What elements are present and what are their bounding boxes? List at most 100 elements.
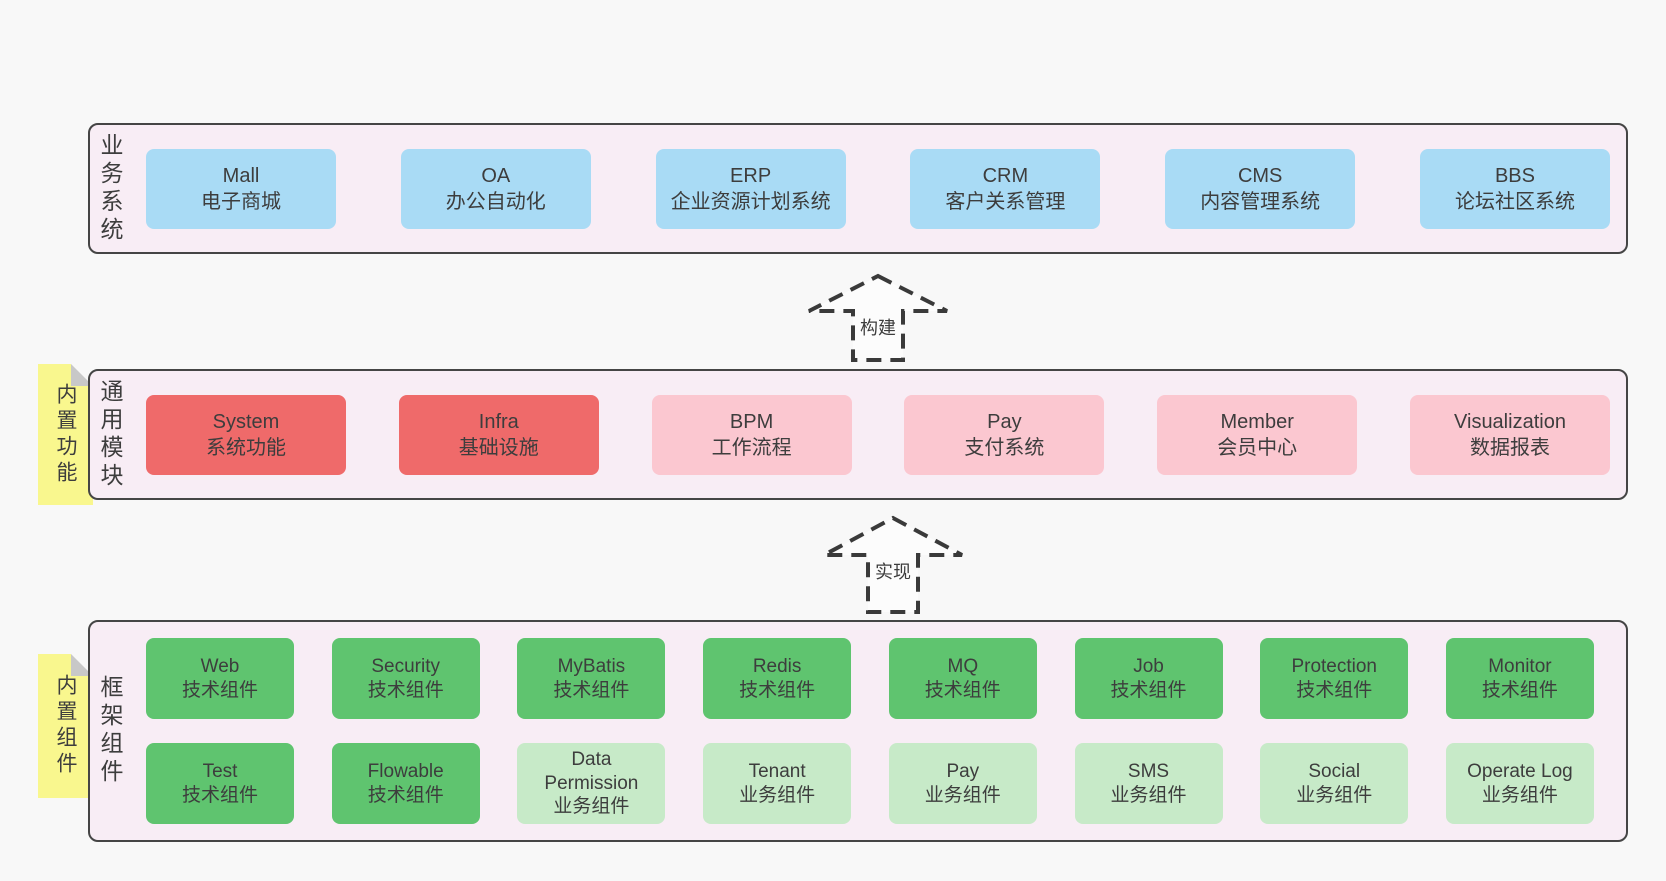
box-mall: Mall 电子商城: [146, 148, 336, 229]
box-desc: 业务组件: [739, 784, 816, 806]
box-redis: Redis 技术组件: [703, 638, 852, 719]
box-desc: 业务组件: [553, 796, 630, 818]
box-protection: Protection 技术组件: [1260, 638, 1409, 719]
box-desc: 业务组件: [1481, 784, 1558, 806]
box-desc: 技术组件: [1481, 679, 1558, 701]
box-oa: OA 办公自动化: [400, 148, 591, 229]
box-infra: Infra 基础设施: [398, 394, 599, 475]
box-desc: 技术组件: [367, 679, 444, 701]
band-label-common-modules: 通用模块: [97, 378, 123, 491]
box-operate-log: Operate Log 业务组件: [1445, 743, 1594, 824]
box-desc: 电子商城: [201, 190, 281, 213]
band-framework-components-rows: Web 技术组件 Security 技术组件 MyBatis 技术组件 Redi…: [146, 622, 1594, 840]
box-name: Test: [202, 760, 238, 782]
box-desc: 业务组件: [1110, 784, 1187, 806]
box-desc: 客户关系管理: [945, 190, 1066, 213]
box-desc: 技术组件: [1296, 679, 1373, 701]
box-desc: 数据报表: [1469, 436, 1550, 459]
box-mq: MQ 技术组件: [888, 638, 1037, 719]
box-name: BBS: [1494, 164, 1535, 187]
folded-corner-icon: [71, 364, 93, 386]
box-member: Member 会员中心: [1157, 394, 1358, 475]
box-name: BPM: [729, 410, 774, 433]
box-name: System: [212, 410, 280, 433]
box-desc: 技术组件: [181, 784, 258, 806]
box-name: Data Permission: [544, 748, 639, 794]
box-name: Operate Log: [1467, 760, 1573, 782]
box-name: Member: [1220, 410, 1294, 433]
band-label-framework-components: 框架组件: [97, 675, 123, 787]
band-business-systems-boxes: Mall 电子商城 OA 办公自动化 ERP 企业资源计划系统 CRM 客户关系…: [146, 125, 1610, 252]
box-system: System 系统功能: [146, 394, 346, 475]
box-name: SMS: [1127, 760, 1170, 782]
box-crm: CRM 客户关系管理: [910, 148, 1101, 229]
build-arrow-label: 构建: [860, 318, 896, 338]
band-label-business-systems: 业务系统: [97, 132, 123, 245]
box-name: Social: [1308, 760, 1361, 782]
folded-corner-icon: [71, 654, 93, 676]
implement-arrow: 实现: [823, 515, 963, 614]
build-arrow: 构建: [808, 273, 948, 362]
box-name: CRM: [982, 164, 1029, 187]
box-name: Flowable: [367, 760, 444, 782]
box-desc: 系统功能: [206, 436, 286, 459]
box-name: Visualization: [1454, 410, 1566, 433]
box-name: MQ: [947, 655, 979, 677]
box-name: Monitor: [1488, 655, 1552, 677]
box-bbs: BBS 论坛社区系统: [1419, 148, 1610, 229]
box-pay: Pay 支付系统: [904, 394, 1105, 475]
box-desc: 技术组件: [181, 679, 258, 701]
box-data-permission: Data Permission 业务组件: [517, 743, 666, 824]
box-desc: 业务组件: [924, 784, 1001, 806]
framework-row-1: Web 技术组件 Security 技术组件 MyBatis 技术组件 Redi…: [146, 638, 1594, 719]
box-name: Pay: [946, 760, 980, 782]
box-visualization: Visualization 数据报表: [1409, 394, 1610, 475]
sticky-label-builtin-components: 内置组件: [54, 674, 77, 778]
sticky-label-builtin-features: 内置功能: [54, 382, 77, 487]
implement-arrow-label: 实现: [875, 562, 911, 582]
sticky-note-builtin-features: 内置功能: [38, 364, 93, 505]
band-common-modules: 通用模块 System 系统功能 Infra 基础设施 BPM 工作流程 Pay…: [88, 369, 1628, 500]
box-name: OA: [481, 164, 511, 187]
box-web: Web 技术组件: [146, 638, 294, 719]
sticky-note-builtin-components: 内置组件: [38, 654, 93, 798]
band-business-systems: 业务系统 Mall 电子商城 OA 办公自动化 ERP 企业资源计划系统 CRM…: [88, 123, 1628, 254]
band-framework-components: 框架组件 Web 技术组件 Security 技术组件 MyBatis 技术组件…: [88, 620, 1628, 842]
box-desc: 技术组件: [1110, 679, 1187, 701]
box-name: Pay: [987, 410, 1022, 433]
box-monitor: Monitor 技术组件: [1445, 638, 1594, 719]
box-sms: SMS 业务组件: [1074, 743, 1223, 824]
box-name: Job: [1133, 655, 1164, 677]
box-name: Redis: [752, 655, 802, 677]
box-name: Security: [371, 655, 441, 677]
box-desc: 企业资源计划系统: [670, 190, 831, 213]
box-desc: 技术组件: [553, 679, 630, 701]
box-pay-component: Pay 业务组件: [888, 743, 1037, 824]
box-erp: ERP 企业资源计划系统: [655, 148, 846, 229]
box-name: Protection: [1291, 655, 1377, 677]
box-name: Mall: [222, 164, 260, 187]
box-desc: 会员中心: [1217, 436, 1298, 459]
box-desc: 工作流程: [711, 436, 792, 459]
band-common-modules-boxes: System 系统功能 Infra 基础设施 BPM 工作流程 Pay 支付系统…: [146, 371, 1610, 498]
box-name: Web: [200, 655, 240, 677]
box-name: ERP: [730, 164, 772, 187]
box-bpm: BPM 工作流程: [651, 394, 852, 475]
box-test: Test 技术组件: [146, 743, 294, 824]
box-desc: 技术组件: [924, 679, 1001, 701]
box-flowable: Flowable 技术组件: [331, 743, 480, 824]
box-name: CMS: [1237, 164, 1283, 187]
implement-arrow-shape: [823, 515, 963, 614]
box-desc: 支付系统: [964, 436, 1045, 459]
box-desc: 内容管理系统: [1200, 190, 1321, 213]
box-job: Job 技术组件: [1074, 638, 1223, 719]
framework-row-2: Test 技术组件 Flowable 技术组件 Data Permission …: [146, 743, 1594, 824]
box-desc: 业务组件: [1296, 784, 1373, 806]
box-desc: 技术组件: [367, 784, 444, 806]
box-tenant: Tenant 业务组件: [703, 743, 852, 824]
build-arrow-shape: [808, 273, 948, 362]
box-desc: 基础设施: [458, 436, 539, 459]
box-name: MyBatis: [557, 655, 626, 677]
box-cms: CMS 内容管理系统: [1165, 148, 1356, 229]
